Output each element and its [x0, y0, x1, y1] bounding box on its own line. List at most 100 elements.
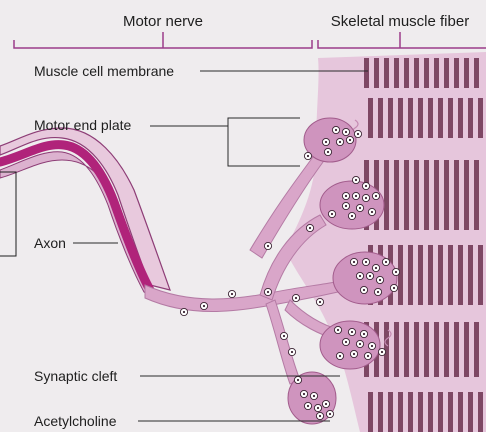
- vesicle-core: [369, 275, 371, 277]
- striation-bar: [404, 160, 409, 230]
- striation-bar: [478, 392, 483, 432]
- striation-bar: [438, 98, 443, 138]
- striation-bar: [414, 160, 419, 230]
- vesicle-core: [359, 207, 361, 209]
- vesicle-core: [379, 279, 381, 281]
- vesicle-core: [345, 205, 347, 207]
- striation-bar: [478, 245, 483, 305]
- vesicle-core: [309, 227, 311, 229]
- vesicle-core: [359, 275, 361, 277]
- striation-bar: [394, 58, 399, 88]
- striation-bar: [474, 160, 479, 230]
- vesicle-core: [307, 405, 309, 407]
- striation-bar: [474, 58, 479, 88]
- vesicle-core: [363, 333, 365, 335]
- striation-bar: [398, 245, 403, 305]
- vesicle-core: [283, 335, 285, 337]
- striation-bar: [408, 392, 413, 432]
- vesicle-core: [349, 139, 351, 141]
- striation-bar: [418, 245, 423, 305]
- motor-end-plate-label: Motor end plate: [34, 117, 131, 133]
- striation-bar: [444, 58, 449, 88]
- vesicle-core: [307, 155, 309, 157]
- striation-bar: [454, 58, 459, 88]
- striation-bar: [418, 98, 423, 138]
- vesicle-core: [351, 331, 353, 333]
- striation-bar: [464, 160, 469, 230]
- vesicle-core: [329, 413, 331, 415]
- vesicle-core: [313, 395, 315, 397]
- vesicle-core: [365, 197, 367, 199]
- striation-bar: [388, 392, 393, 432]
- vesicle-core: [367, 355, 369, 357]
- striation-bar: [368, 392, 373, 432]
- vesicle-core: [393, 287, 395, 289]
- striation-bar: [384, 58, 389, 88]
- vesicle-core: [375, 195, 377, 197]
- skeletal-muscle-fiber-label: Skeletal muscle fiber: [331, 13, 469, 30]
- vesicle-core: [377, 291, 379, 293]
- striation-bar: [368, 98, 373, 138]
- striation-bar: [394, 322, 399, 377]
- striation-bar: [474, 322, 479, 377]
- synaptic-cleft-label: Synaptic cleft: [34, 368, 117, 384]
- vesicle-core: [345, 131, 347, 133]
- striation-bar: [398, 98, 403, 138]
- striation-bar: [364, 58, 369, 88]
- vesicle-core: [291, 351, 293, 353]
- striation-bar: [414, 322, 419, 377]
- striation-bar: [404, 58, 409, 88]
- striation-bar: [478, 98, 483, 138]
- striation-bar: [408, 245, 413, 305]
- striation-bar: [464, 322, 469, 377]
- striation-bar: [404, 322, 409, 377]
- vesicle-core: [371, 211, 373, 213]
- vesicle-core: [339, 355, 341, 357]
- vesicle-core: [355, 179, 357, 181]
- vesicle-core: [297, 379, 299, 381]
- vesicle-core: [325, 403, 327, 405]
- striation-bar: [468, 98, 473, 138]
- striation-bar: [378, 392, 383, 432]
- vesicle-core: [345, 195, 347, 197]
- vesicle-core: [381, 351, 383, 353]
- striation-bar: [428, 245, 433, 305]
- striation-bar: [424, 160, 429, 230]
- striation-bar: [444, 322, 449, 377]
- vesicle-core: [365, 261, 367, 263]
- striation-bar: [418, 392, 423, 432]
- striation-bar: [444, 160, 449, 230]
- striation-bar: [458, 392, 463, 432]
- striation-bar: [468, 245, 473, 305]
- vesicle-core: [395, 271, 397, 273]
- vesicle-core: [327, 151, 329, 153]
- vesicle-core: [335, 129, 337, 131]
- vesicle-core: [325, 141, 327, 143]
- striation-bar: [434, 160, 439, 230]
- striation-bar: [378, 98, 383, 138]
- striation-bar: [428, 98, 433, 138]
- vesicle-core: [363, 289, 365, 291]
- striation-bar: [438, 245, 443, 305]
- vesicle-core: [365, 185, 367, 187]
- vesicle-core: [319, 415, 321, 417]
- vesicle-core: [385, 261, 387, 263]
- striation-bar: [468, 392, 473, 432]
- striation-bar: [424, 322, 429, 377]
- striation-bar: [408, 98, 413, 138]
- vesicle-core: [355, 195, 357, 197]
- vesicle-core: [183, 311, 185, 313]
- vesicle-core: [359, 343, 361, 345]
- vesicle-core: [375, 267, 377, 269]
- striation-bar: [458, 245, 463, 305]
- striation-bar: [424, 58, 429, 88]
- striation-bar: [434, 322, 439, 377]
- vesicle-core: [203, 305, 205, 307]
- striation-bar: [438, 392, 443, 432]
- striation-bar: [414, 58, 419, 88]
- vesicle-core: [231, 293, 233, 295]
- vesicle-core: [295, 297, 297, 299]
- striation-bar: [464, 58, 469, 88]
- vesicle-core: [339, 141, 341, 143]
- striation-bar: [394, 160, 399, 230]
